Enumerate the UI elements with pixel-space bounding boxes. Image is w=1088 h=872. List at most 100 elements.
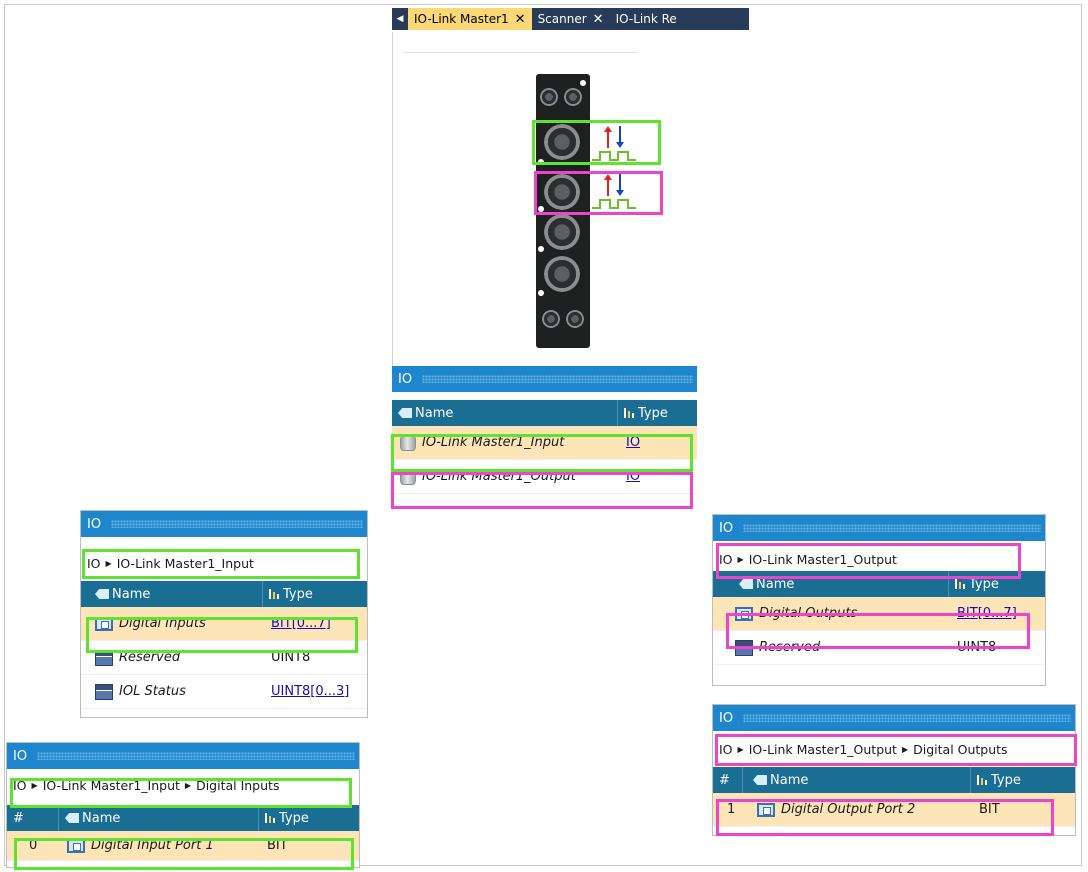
tag-icon — [753, 775, 767, 785]
breadcrumb: IO ▶ IO-Link Master1_Input — [81, 551, 367, 575]
input-row-highlight — [391, 434, 693, 472]
tab-io-link-master1[interactable]: IO-Link Master1 ✕ — [408, 8, 532, 30]
breadcrumb-highlight — [82, 549, 360, 579]
breadcrumb-item[interactable]: IO — [87, 555, 101, 571]
grid-header: Name Type — [392, 400, 697, 426]
breadcrumb-highlight — [10, 778, 352, 808]
breadcrumb: IO ▶ IO-Link Master1_Output ▶ Digital Ou… — [713, 737, 1075, 761]
table-row[interactable]: Reserved UINT8 — [81, 641, 367, 675]
type-value: UINT8 — [271, 650, 311, 665]
square-wave-icon — [592, 174, 636, 209]
column-header-type[interactable]: Type — [259, 805, 359, 831]
output-panel: IO IO ▶ IO-Link Master1_Output Name Type… — [712, 514, 1046, 686]
column-header-type[interactable]: Type — [263, 581, 367, 607]
table-row[interactable]: 1 Digital Output Port 2 BIT — [713, 793, 1075, 827]
tab-bar: ◀ IO-Link Master1 ✕ Scanner ✕ IO-Link Re — [392, 8, 749, 30]
panel-title: IO — [81, 511, 367, 537]
divider — [403, 52, 638, 53]
type-value: BIT — [979, 802, 1000, 817]
port-2-highlight — [534, 171, 663, 215]
tab-label: Scanner — [537, 12, 587, 26]
tab-scroll-left-icon[interactable]: ◀ — [396, 14, 404, 24]
column-header-name[interactable]: Name — [392, 400, 618, 426]
breadcrumb-item[interactable]: IO-Link Master1_Output — [748, 551, 897, 567]
grid-header: Name Type — [713, 571, 1045, 597]
close-icon[interactable]: ✕ — [592, 11, 604, 27]
port-1-highlight — [532, 120, 661, 165]
type-icon — [977, 775, 987, 785]
m8-connector-icon — [540, 88, 558, 106]
column-header-index[interactable]: # — [713, 767, 743, 793]
port-1-connector-icon[interactable] — [544, 124, 580, 160]
port-icon — [757, 802, 775, 817]
type-value: BIT — [267, 838, 288, 853]
grid-header: # Name Type — [713, 767, 1075, 793]
breadcrumb-separator-icon: ▶ — [105, 558, 112, 568]
tag-icon — [95, 589, 109, 599]
tab-scanner[interactable]: Scanner ✕ — [532, 8, 610, 30]
column-header-name[interactable]: Name — [743, 767, 971, 793]
digital-inputs-row-highlight — [86, 617, 358, 653]
type-icon — [269, 589, 279, 599]
table-row[interactable]: IOL Status UINT8[0...3] — [81, 675, 367, 709]
breadcrumb-item[interactable]: IO — [719, 741, 733, 757]
port-3-connector-icon[interactable] — [544, 214, 580, 250]
digital-outputs-row-highlight — [726, 613, 1030, 649]
io-panel: IO Name Type IO-Link Master1_Input IO IO… — [392, 366, 697, 512]
uint-icon — [95, 683, 113, 700]
panel-title: IO — [713, 705, 1075, 731]
column-header-name[interactable]: Name — [59, 805, 259, 831]
digital-output-port-row-highlight — [716, 799, 1054, 836]
type-icon — [624, 408, 634, 418]
input-panel: IO IO ▶ IO-Link Master1_Input Name Type … — [80, 510, 368, 718]
grid-header: # Name Type — [7, 805, 359, 831]
breadcrumb-separator-icon: ▶ — [737, 744, 744, 754]
digital-outputs-panel: IO IO ▶ IO-Link Master1_Output ▶ Digital… — [712, 704, 1076, 836]
table-row[interactable]: 0 Digital Input Port 1 BIT — [7, 831, 359, 861]
power-connector-icon — [566, 310, 584, 328]
port-led-icon — [538, 290, 544, 296]
breadcrumb-separator-icon: ▶ — [184, 780, 192, 790]
breadcrumb-item[interactable]: IO-Link Master1_Input — [42, 777, 180, 793]
tab-label: IO-Link Master1 — [414, 12, 509, 26]
window-frame — [4, 4, 1082, 866]
breadcrumb-item[interactable]: IO — [719, 551, 733, 567]
square-wave-icon — [592, 126, 636, 161]
column-header-type[interactable]: Type — [618, 400, 697, 426]
panel-title: IO — [392, 366, 697, 392]
status-led-icon — [580, 80, 586, 86]
row-index: 1 — [727, 802, 736, 817]
tag-icon — [65, 813, 79, 823]
close-icon[interactable]: ✕ — [514, 11, 526, 27]
panel-title: IO — [713, 515, 1045, 541]
panel-title: IO — [7, 743, 359, 769]
type-link[interactable]: IO — [626, 435, 641, 450]
output-row-highlight — [391, 472, 693, 509]
column-header-type[interactable]: Type — [949, 571, 1045, 597]
column-header-index[interactable]: # — [7, 805, 59, 831]
port-led-icon — [538, 246, 544, 252]
port-4-connector-icon[interactable] — [544, 256, 580, 292]
breadcrumb-item[interactable]: IO — [13, 777, 27, 793]
column-header-type[interactable]: Type — [971, 767, 1075, 793]
type-link[interactable]: UINT8[0...3] — [271, 684, 350, 699]
type-icon — [265, 813, 275, 823]
type-icon — [955, 579, 965, 589]
breadcrumb-item[interactable]: Digital Inputs — [196, 777, 280, 793]
tab-label: IO-Link Re — [615, 12, 677, 26]
tag-icon — [739, 579, 753, 589]
column-header-name[interactable]: Name — [81, 581, 263, 607]
breadcrumb-highlight — [716, 543, 1021, 579]
row-index: 0 — [29, 838, 38, 853]
breadcrumb-item[interactable]: Digital Outputs — [913, 741, 1008, 757]
breadcrumb-item[interactable]: IO-Link Master1_Output — [748, 741, 897, 757]
port-2-connector-icon[interactable] — [544, 174, 580, 210]
tab-io-link-re[interactable]: IO-Link Re — [610, 8, 683, 30]
digital-input-port-row-highlight — [14, 838, 354, 870]
breadcrumb-separator-icon: ▶ — [31, 780, 38, 790]
breadcrumb-separator-icon: ▶ — [737, 554, 744, 564]
table-row[interactable]: IO-Link Master1_Input IO — [392, 426, 697, 460]
column-header-name[interactable]: Name — [713, 571, 949, 597]
breadcrumb-item[interactable]: IO-Link Master1_Input — [116, 555, 254, 571]
breadcrumb: IO ▶ IO-Link Master1_Output — [713, 547, 1045, 571]
